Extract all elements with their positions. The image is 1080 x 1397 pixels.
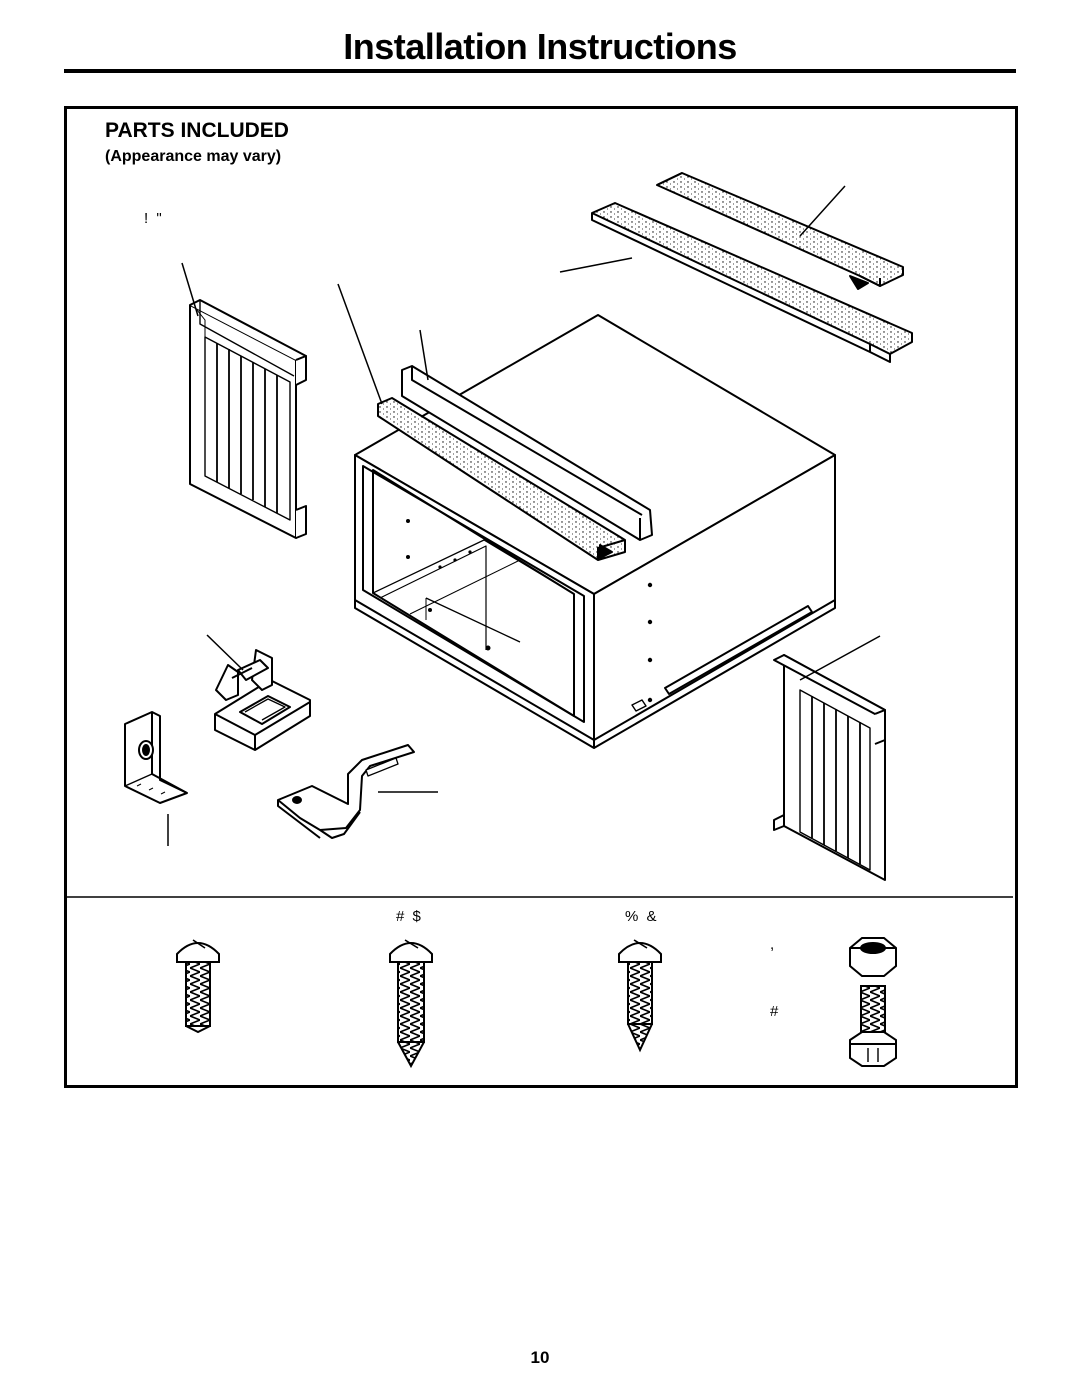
- top-rail-foam: [377, 397, 626, 561]
- hex-bolt: [849, 985, 897, 1067]
- parts-panel: [64, 106, 1018, 1088]
- l-bracket: [124, 711, 188, 804]
- title-underline: [64, 69, 1016, 73]
- sash-lock: [214, 649, 311, 751]
- top-rail-channel: [401, 365, 653, 541]
- parts-included-heading: PARTS INCLUDED: [105, 119, 289, 142]
- page-number: 10: [530, 1348, 550, 1367]
- cabinet-case: [354, 314, 836, 749]
- screw-short: [176, 939, 220, 1034]
- foam-strip-top: [656, 172, 904, 290]
- sill-bracket: [277, 744, 415, 839]
- screw-medium: [618, 939, 662, 1053]
- callout-code-hardware-3a: ,: [770, 936, 777, 953]
- callout-code-hardware-1: # $: [396, 908, 423, 925]
- appearance-note: (Appearance may vary): [105, 148, 282, 165]
- callout-code-hardware-2: % &: [625, 908, 659, 925]
- callout-code-hardware-3b: #: [770, 1003, 781, 1020]
- side-curtain-right: [773, 654, 886, 881]
- callout-code-top-left: ! ": [144, 210, 164, 227]
- foam-strip-long: [591, 202, 913, 363]
- screw-long: [389, 939, 433, 1069]
- hex-nut: [849, 937, 897, 977]
- cabinet-screw-holes: [406, 519, 653, 703]
- page-title: Installation Instructions: [343, 26, 737, 67]
- side-curtain-left: [189, 299, 307, 539]
